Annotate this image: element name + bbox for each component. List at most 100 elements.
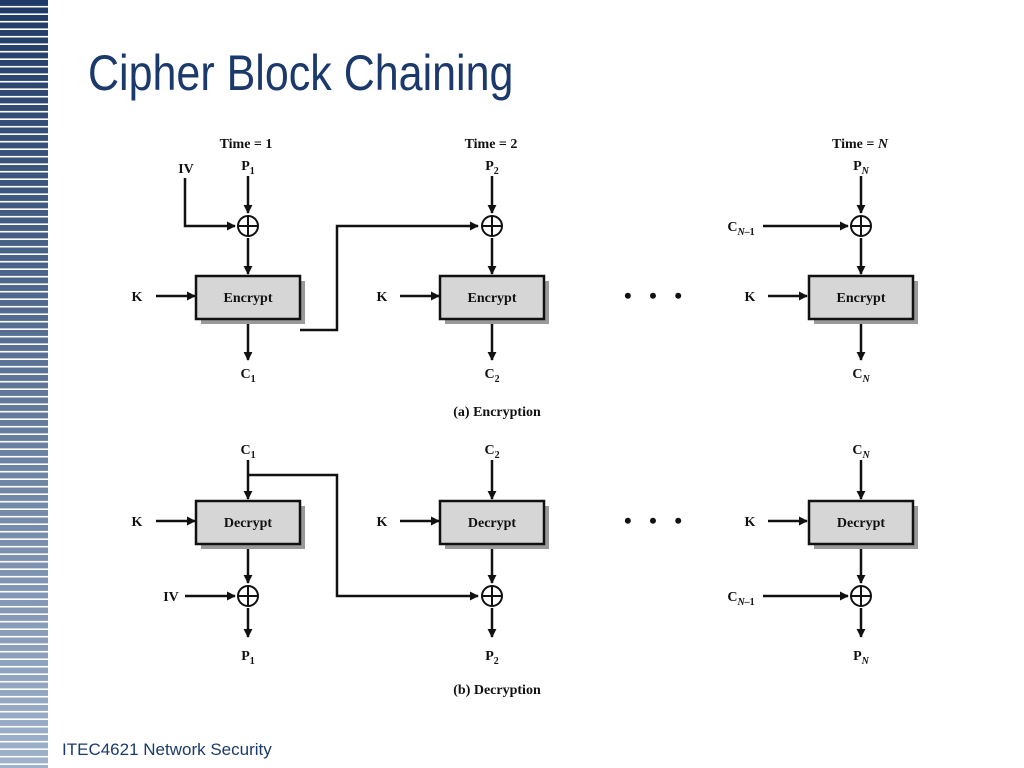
stripe-bar [0, 75, 48, 81]
time-label-n: Time = N [832, 137, 889, 152]
stripe-bar [0, 637, 48, 644]
stripe-bar [0, 645, 48, 651]
stripe-bar [0, 135, 48, 141]
stripe-bar [0, 105, 48, 111]
stripe-bar [0, 172, 48, 179]
stripe-bar [0, 255, 48, 261]
stripe-bar [0, 667, 48, 674]
decrypt-label: Decrypt [468, 516, 517, 531]
decrypt-box-1: Decrypt [194, 499, 305, 549]
stripe-bar [0, 97, 48, 104]
xor-icon [237, 215, 259, 237]
stripe-bar [0, 30, 48, 36]
stripe-bar [0, 315, 48, 321]
stripe-bar [0, 532, 48, 539]
stripe-bar [0, 735, 48, 741]
stripe-bar [0, 457, 48, 464]
time-label-2: Time = 2 [465, 137, 518, 152]
stripe-bar [0, 547, 48, 554]
sidebar-stripe-decoration [0, 0, 48, 768]
stripe-bar [0, 352, 48, 359]
stripe-bar [0, 450, 48, 456]
key-label: K [377, 515, 388, 530]
stripe-bar [0, 120, 48, 126]
stripe-bar [0, 600, 48, 606]
encrypt-label: Encrypt [837, 291, 886, 306]
stripe-bar [0, 585, 48, 591]
stripe-bar [0, 90, 48, 96]
encryption-caption: (a) Encryption [453, 405, 541, 420]
ciphertext-label-n: CN [852, 443, 870, 461]
stripe-bar [0, 750, 48, 756]
ellipsis: • • • [624, 508, 688, 533]
encryption-diagram [156, 176, 866, 361]
xor-icon [237, 585, 259, 607]
stripe-bar [0, 210, 48, 216]
stripe-bar [0, 382, 48, 389]
ciphertext-label-1: C1 [240, 367, 255, 385]
stripe-bar [0, 712, 48, 719]
xor-icon [850, 215, 872, 237]
ciphertext-label-2: C2 [484, 443, 499, 461]
stripe-bar [0, 37, 48, 44]
key-label: K [132, 515, 143, 530]
encrypt-box-n: Encrypt [807, 274, 918, 324]
stripe-bar [0, 0, 48, 6]
encrypt-box-1: Encrypt [194, 274, 305, 324]
stripe-bar [0, 487, 48, 494]
stripe-bar [0, 570, 48, 576]
stripe-bar [0, 615, 48, 621]
stripe-bar [0, 427, 48, 434]
stripe-bar [0, 622, 48, 629]
decryption-caption: (b) Decryption [453, 683, 541, 698]
stripe-bar [0, 502, 48, 509]
stripe-bar [0, 420, 48, 426]
stripe-bar [0, 442, 48, 449]
stripe-bar [0, 322, 48, 329]
iv-label: IV [178, 162, 194, 177]
stripe-bar [0, 435, 48, 441]
stripe-bar [0, 592, 48, 599]
stripe-bar [0, 82, 48, 89]
stripe-bar [0, 270, 48, 276]
stripe-bar [0, 345, 48, 351]
stripe-bar [0, 465, 48, 471]
stripe-bar [0, 765, 48, 768]
stripe-bar [0, 607, 48, 614]
plaintext-label-2: P2 [485, 649, 499, 667]
stripe-bar [0, 112, 48, 119]
stripe-bar [0, 15, 48, 21]
ciphertext-label-n: CN [852, 367, 870, 385]
stripe-bar [0, 517, 48, 524]
stripe-bar [0, 652, 48, 659]
stripe-bar [0, 45, 48, 51]
slide-footer: ITEC4621 Network Security [62, 740, 272, 759]
stripe-bar [0, 7, 48, 14]
stripe-bar [0, 682, 48, 689]
decryption-diagram [156, 460, 866, 638]
ellipsis: • • • [624, 283, 688, 308]
stripe-bar [0, 330, 48, 336]
stripe-bar [0, 562, 48, 569]
stripe-bar [0, 225, 48, 231]
stripe-bar [0, 390, 48, 396]
plaintext-label-n: PN [853, 159, 870, 177]
stripe-bar [0, 202, 48, 209]
stripe-bar [0, 577, 48, 584]
xor-icon [481, 585, 503, 607]
stripe-bar [0, 150, 48, 156]
stripe-bar [0, 60, 48, 66]
stripe-bar [0, 697, 48, 704]
slide-title: Cipher Block Chaining [88, 45, 514, 101]
stripe-bar [0, 720, 48, 726]
stripe-bar [0, 757, 48, 764]
decrypt-label: Decrypt [224, 516, 273, 531]
stripe-bar [0, 412, 48, 419]
stripe-bar [0, 157, 48, 164]
stripe-bar [0, 195, 48, 201]
plaintext-label-1: P1 [241, 649, 255, 667]
plaintext-label-n: PN [853, 649, 870, 667]
stripe-bar [0, 660, 48, 666]
stripe-bar [0, 292, 48, 299]
stripe-bar [0, 22, 48, 29]
